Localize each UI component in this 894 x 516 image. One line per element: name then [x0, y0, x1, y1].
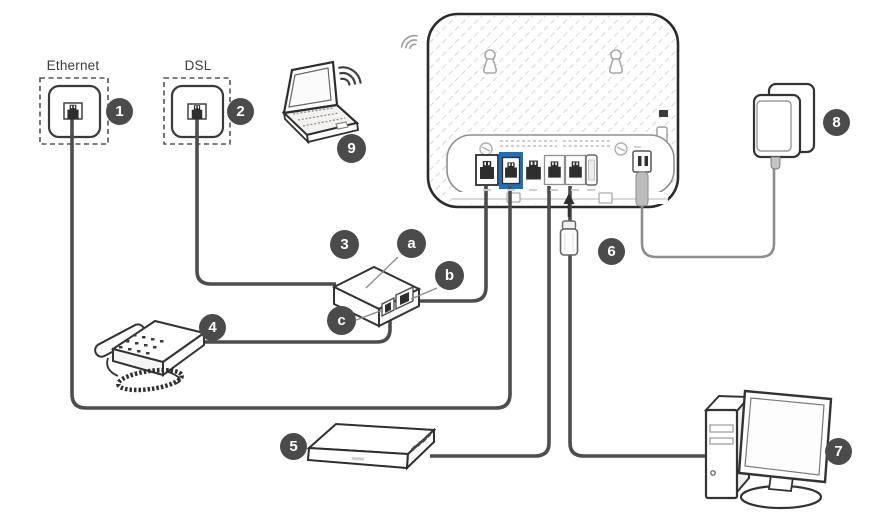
cable-lan-to-computer: [568, 186, 707, 458]
cable-ethernet-to-wan: [70, 116, 512, 410]
port-connectors: [63, 102, 582, 180]
badge-5: 5: [280, 433, 307, 460]
stb-rear-ports: [410, 432, 432, 452]
badge-c: c: [327, 306, 356, 335]
cable-splitter-to-dsl-port: [411, 186, 488, 303]
panel-vents: [500, 140, 610, 147]
badge-a: a: [397, 229, 426, 258]
badge-8: 8: [823, 109, 850, 136]
panel-screws: [479, 142, 628, 156]
telephone: [94, 319, 207, 393]
cable-lan-to-stb: [430, 186, 551, 458]
power-plug: [635, 171, 649, 207]
cable-dsl-to-splitter: [195, 116, 336, 286]
mounting-keyholes: [482, 49, 624, 74]
phone-cord-coil: [116, 367, 184, 393]
badge-6: 6: [598, 238, 625, 265]
wifi-laptop: [281, 60, 362, 145]
badge-7: 7: [825, 438, 852, 465]
badge-3: 3: [330, 230, 359, 259]
power-cord: [640, 168, 776, 259]
cables: [70, 116, 707, 458]
desktop-computer: [703, 389, 833, 510]
router-side-button: [659, 110, 668, 117]
ethernet-jack-label: Ethernet: [46, 58, 100, 73]
port-label-marks: [483, 189, 595, 191]
computer-tower: [704, 408, 739, 500]
wifi-signal-icon: [338, 66, 362, 86]
power-adapter: [752, 82, 816, 170]
router-power-port: [632, 146, 652, 173]
cable-phone-to-splitter: [203, 311, 392, 344]
badge-9: 9: [337, 134, 366, 163]
router-rear-view: [400, 12, 680, 209]
router-foot-tab: [598, 192, 613, 204]
badge-2: 2: [227, 98, 254, 125]
phone-keypad: [119, 334, 164, 355]
splitter: [331, 265, 422, 328]
dsl-jack-label: DSL: [184, 58, 212, 73]
router-wifi-icon: [400, 34, 418, 50]
badge-b: b: [435, 261, 464, 290]
badge-4: 4: [199, 314, 226, 341]
set-top-box: [306, 422, 437, 471]
usb-storage-device: [559, 193, 579, 256]
badge-1: 1: [106, 98, 133, 125]
callout-leader-lines: [355, 256, 438, 321]
